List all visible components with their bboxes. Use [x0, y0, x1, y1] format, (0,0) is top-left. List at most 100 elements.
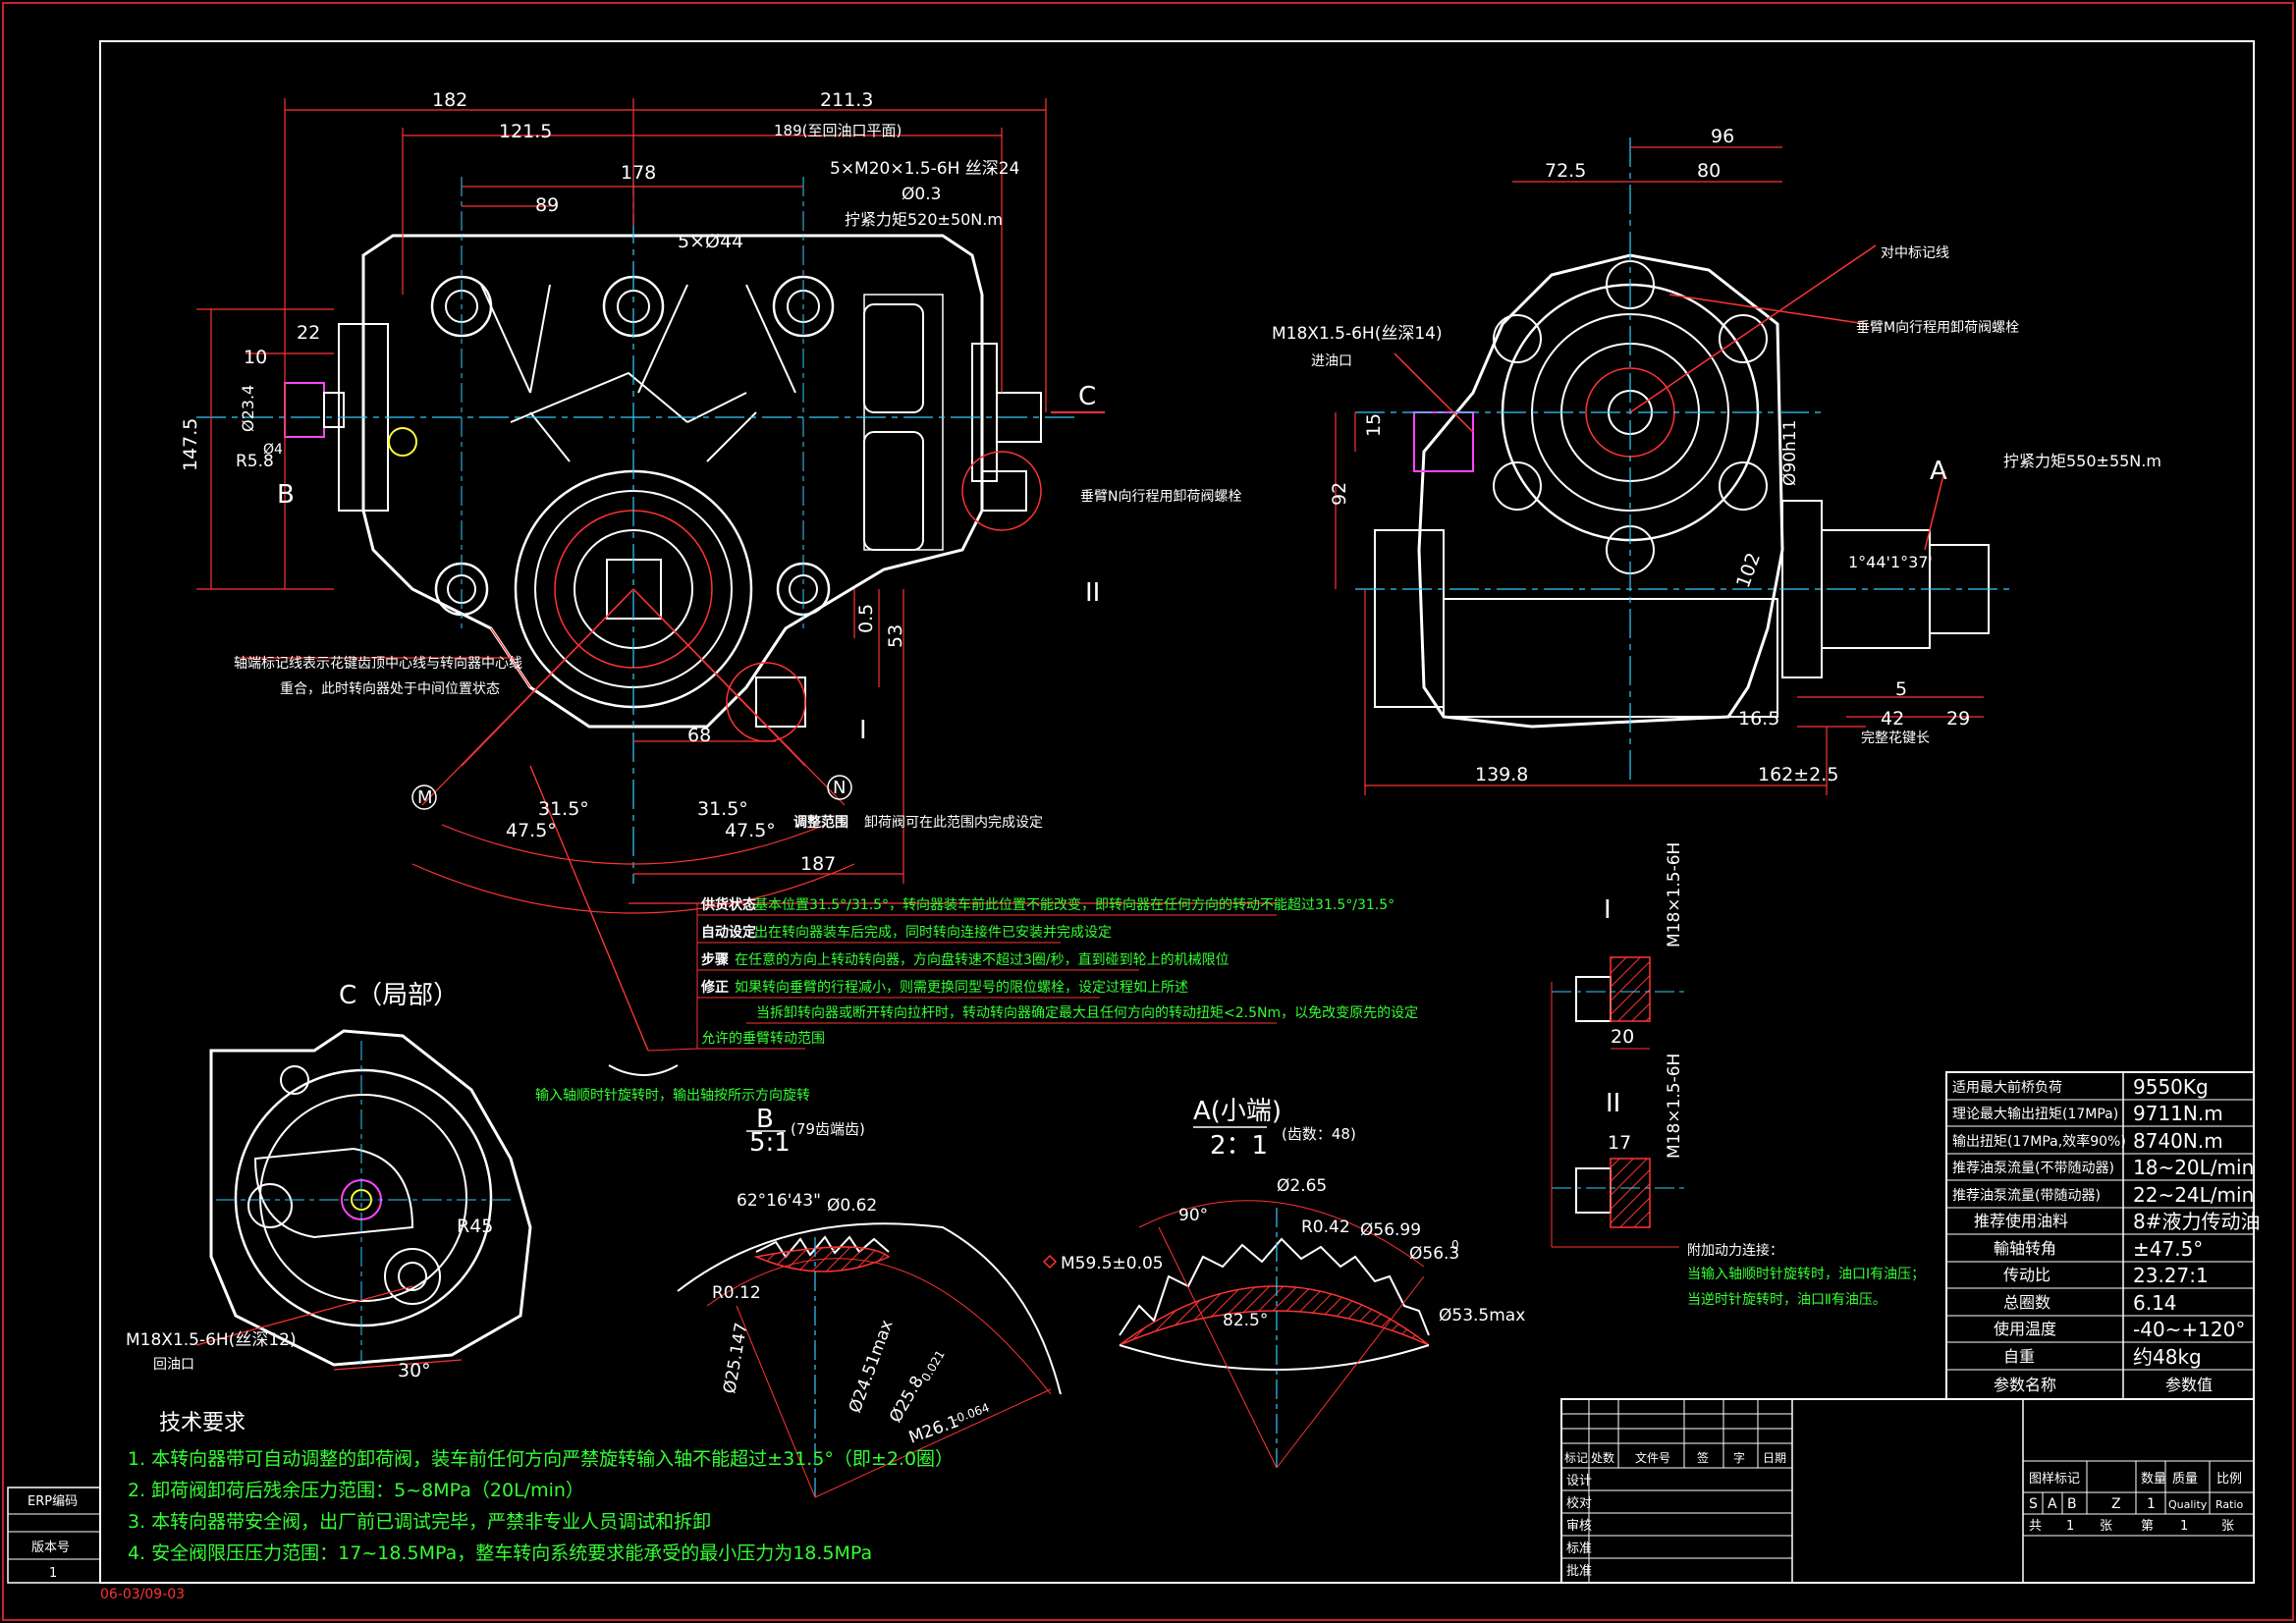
param-row: 推荐油泵流量(带随动器) 22~24L/min — [1952, 1183, 2254, 1207]
svg-text:传动比: 传动比 — [2003, 1266, 2050, 1284]
mark-m: M — [417, 787, 433, 808]
svg-text:文件号: 文件号 — [1635, 1450, 1670, 1465]
aux-note-line2: 当逆时针旋转时，油口Ⅱ有油压。 — [1687, 1292, 1886, 1308]
detail-ii-dim: 17 — [1608, 1132, 1631, 1154]
torque-side: 拧紧力矩550±55N.m — [2003, 452, 2161, 470]
svg-text:18~20L/min: 18~20L/min — [2133, 1156, 2254, 1179]
dim-d4: Ø4 — [263, 442, 283, 458]
tech-item: 3. 本转向器带安全阀，出厂前已调试完毕，严禁非专业人员调试和拆卸 — [128, 1511, 711, 1533]
detail-b-r: R0.12 — [712, 1283, 761, 1303]
svg-text:基本位置31.5°/31.5°，转向器装车前此位置不能改变，: 基本位置31.5°/31.5°，转向器装车前此位置不能改变，即转向器在任何方向的… — [754, 896, 1394, 913]
detail-b-d1: Ø0.62 — [827, 1196, 877, 1216]
svg-text:1: 1 — [2147, 1496, 2156, 1512]
svg-text:出在转向器装车后完成，同时转向连接件已安装并完成设定: 出在转向器装车后完成，同时转向连接件已安装并完成设定 — [754, 924, 1112, 941]
procedure-row: 步骤 在任意的方向上转动转向器，方向盘转速不超过3圈/秒，直到碰到轮上的机械限位 — [701, 951, 1230, 968]
svg-text:23.27:1: 23.27:1 — [2133, 1264, 2209, 1287]
return-port: 回油口 — [153, 1357, 194, 1373]
dim-187: 187 — [800, 853, 836, 875]
param-row: 理论最大输出扭矩(17MPa)9711N.m — [1952, 1102, 2223, 1125]
holes-note: 5×Ø44 — [678, 231, 743, 252]
svg-text:在任意的方向上转动转向器，方向盘转速不超过3圈/秒，直到碰到: 在任意的方向上转动转向器，方向盘转速不超过3圈/秒，直到碰到轮上的机械限位 — [735, 951, 1230, 968]
svg-text:供货状态: 供货状态 — [700, 896, 756, 913]
svg-text:比例: 比例 — [2216, 1472, 2242, 1487]
svg-text:A: A — [2048, 1496, 2057, 1512]
approval-roles: 设计 校对 审核 标准 批准 — [1566, 1474, 1592, 1579]
erp-code-label: ERP编码 — [27, 1494, 78, 1509]
svg-text:约48kg: 约48kg — [2133, 1345, 2202, 1369]
detail-b-title: B — [756, 1105, 774, 1134]
angle-right-31-5: 31.5° — [697, 798, 748, 820]
axis-note-2: 重合，此时转向器处于中间位置状态 — [280, 681, 500, 697]
adjust-range-label: 调整范围 — [793, 814, 848, 831]
detail-a-title: A(小端) — [1193, 1097, 1282, 1126]
svg-text:1: 1 — [2180, 1519, 2188, 1534]
svg-text:张: 张 — [2221, 1519, 2234, 1534]
svg-text:22~24L/min: 22~24L/min — [2133, 1183, 2254, 1207]
title-block: 标记 处数 文件号 签 字 日期 设计 校对 审核 标准 批准 图样标记 数量 … — [1560, 1398, 2255, 1584]
detail-c-thread: M18X1.5-6H(丝深12) — [126, 1330, 297, 1350]
svg-text:设计: 设计 — [1566, 1474, 1592, 1488]
detail-a-d1: Ø2.65 — [1277, 1176, 1327, 1196]
svg-text:允许的垂臂转动范围: 允许的垂臂转动范围 — [701, 1030, 825, 1047]
svg-text:第: 第 — [2141, 1519, 2154, 1534]
svg-text:使用温度: 使用温度 — [1994, 1320, 2056, 1338]
date-code: 06-03/09-03 — [100, 1587, 185, 1602]
front-view — [196, 167, 1080, 884]
procedure-row: 自动设定 出在转向器装车后完成，同时转向连接件已安装并完成设定 — [701, 924, 1112, 941]
angle-left-47-5: 47.5° — [506, 820, 557, 841]
angle-1-37: 1°37' — [1890, 553, 1933, 571]
side-view — [1355, 137, 2013, 785]
angle-1-44: 1°44' — [1848, 553, 1890, 571]
dim-10: 10 — [244, 347, 267, 368]
svg-text:8#液力传动油: 8#液力传动油 — [2133, 1210, 2260, 1233]
svg-text:审核: 审核 — [1566, 1519, 1592, 1534]
dim-15: 15 — [1363, 413, 1385, 437]
detail-c-title: C（局部） — [339, 981, 459, 1010]
svg-text:处数: 处数 — [1591, 1450, 1614, 1465]
tech-title: 技术要求 — [159, 1411, 246, 1435]
dim-23-4: Ø23.4 — [239, 385, 257, 432]
detail-a-d4: Ø53.5max — [1439, 1306, 1525, 1325]
inner-frame — [99, 40, 2255, 1584]
dim-102: 102 — [1732, 550, 1765, 591]
detail-i-title: I — [1604, 895, 1612, 925]
svg-text:Quality: Quality — [2168, 1498, 2208, 1511]
side-strip: ERP编码 版本号 1 — [7, 1487, 101, 1584]
svg-text:8740N.m: 8740N.m — [2133, 1129, 2223, 1153]
version-value: 1 — [49, 1566, 57, 1581]
drawing-meta: 图样标记 数量 质量 比例 S A B Z 1 Quality Ratio 共 … — [2029, 1472, 2244, 1534]
detail-a-angle2: 82.5° — [1223, 1311, 1268, 1330]
detail-c: C（局部） R45 M18X1.5-6H(丝深12) 回油口 30° 输入轴顺时… — [126, 981, 810, 1381]
svg-text:輸轴转角: 輸轴转角 — [1994, 1239, 2056, 1258]
svg-text:推荐油泵流量(带随动器): 推荐油泵流量(带随动器) — [1952, 1188, 2101, 1204]
svg-text:日期: 日期 — [1763, 1451, 1786, 1465]
detail-i-dim: 20 — [1611, 1026, 1634, 1048]
dim-42: 42 — [1881, 708, 1904, 730]
svg-text:批准: 批准 — [1566, 1564, 1592, 1579]
dim-16-5: 16.5 — [1738, 708, 1779, 730]
dim-0-5: 0.5 — [855, 604, 877, 633]
tech-item: 2. 卸荷阀卸荷后残余压力范围：5~8MPa（20L/min） — [128, 1480, 584, 1501]
spline-length: 完整花键长 — [1861, 730, 1930, 746]
position-tolerance: Ø0.3 — [902, 185, 941, 204]
detail-a-teeth: (齿数：48) — [1282, 1125, 1356, 1143]
side-dim-labels: 96 72.5 80 15 92 Ø90h11 102 1°44' 1°37' … — [1272, 126, 2161, 785]
dim-189: 189(至回油口平面) — [774, 122, 902, 139]
thread-side: M18X1.5-6H(丝深14) — [1272, 324, 1443, 344]
detail-a-d2: Ø56.99 — [1360, 1220, 1421, 1240]
detail-i-thread: M18×1.5-6H — [1665, 842, 1684, 947]
dim-89: 89 — [535, 194, 559, 216]
svg-text:参数名称: 参数名称 — [1994, 1376, 2056, 1394]
adjust-range-text: 卸荷阀可在此范围内完成设定 — [864, 814, 1043, 831]
detail-i: I M18×1.5-6H 20 — [1552, 842, 1689, 1050]
mark-ii: II — [1085, 578, 1100, 608]
detail-a: A(小端) 2：1 (齿数：48) 90° 82.5° Ø2.65 R0.42 … — [1042, 1097, 1525, 1473]
detail-ii: II M18×1.5-6H 17 — [1551, 982, 1689, 1248]
svg-text:总圈数: 总圈数 — [2003, 1293, 2050, 1312]
detail-c-angle: 30° — [398, 1360, 431, 1381]
version-label: 版本号 — [31, 1541, 70, 1555]
svg-text:自动设定: 自动设定 — [701, 924, 756, 941]
